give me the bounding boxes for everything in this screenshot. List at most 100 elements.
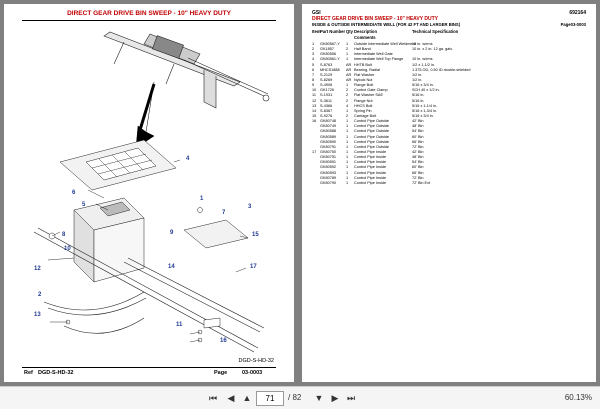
row-tech-spec: 5/16 in. bbox=[412, 93, 425, 98]
callout-5: 5 bbox=[82, 202, 86, 208]
left-page: DIRECT GEAR DRIVE BIN SWEEP - 10" HEAVY … bbox=[4, 4, 294, 382]
row-part-number: GK80561-Y bbox=[320, 57, 340, 62]
row-qty: 1 bbox=[346, 170, 349, 175]
row-qty: AR bbox=[346, 72, 352, 77]
col-part-number: Part Number bbox=[320, 29, 346, 34]
row-part-number: S-8367 bbox=[320, 108, 333, 113]
page-number-input[interactable]: 71 bbox=[256, 391, 284, 406]
col-tech-spec: Technical Specification bbox=[412, 29, 459, 34]
row-part-number: GK1726 bbox=[320, 88, 334, 93]
doc-number: 692164 bbox=[569, 10, 586, 16]
row-part-number: MHCS1888 bbox=[320, 67, 340, 72]
last-page-button[interactable]: ⏭ bbox=[346, 393, 356, 403]
page-up-icon[interactable]: ▲ bbox=[242, 393, 252, 403]
row-description: HHTB Bolt bbox=[354, 62, 372, 67]
row-part-number: GK80748 bbox=[320, 119, 337, 124]
row-part-number: GK80791 bbox=[320, 144, 337, 149]
row-qty: 2 bbox=[346, 98, 349, 103]
footer-ref-label: Ref bbox=[24, 370, 33, 376]
row-description: Flange Bolt bbox=[354, 83, 374, 88]
row-qty: 1 bbox=[346, 155, 349, 160]
row-description: Control Pipe Outside bbox=[354, 144, 390, 149]
callout-1: 1 bbox=[200, 196, 204, 202]
callout-3: 3 bbox=[248, 204, 252, 210]
row-qty: 1 bbox=[346, 149, 349, 154]
header-rule bbox=[22, 20, 276, 21]
row-item: 3 bbox=[312, 52, 315, 57]
row-description: Half Band bbox=[354, 47, 371, 52]
row-description: Outside Intermediate Well Weldment bbox=[354, 42, 416, 46]
row-description: Nylock Nut bbox=[354, 77, 373, 82]
row-tech-spec: 72' Bin bbox=[412, 175, 424, 180]
page-down-icon[interactable]: ▼ bbox=[314, 393, 324, 403]
row-part-number: GK80750 bbox=[320, 149, 337, 154]
row-description: Control Pipe Inside bbox=[354, 160, 387, 165]
row-tech-spec: 5/16 x 1-1/4 in. bbox=[412, 103, 438, 108]
row-item: 11 bbox=[312, 93, 316, 98]
row-qty: 1 bbox=[346, 83, 349, 88]
row-tech-spec: 1/2 in. bbox=[412, 77, 423, 82]
row-qty: 1 bbox=[346, 124, 349, 129]
row-tech-spec: 48' Bin bbox=[412, 155, 424, 160]
row-tech-spec: 66' Bin bbox=[412, 170, 424, 175]
row-item: 12 bbox=[312, 98, 317, 103]
prev-page-button[interactable]: ◀ bbox=[227, 393, 235, 403]
page-total: / 82 bbox=[288, 393, 302, 402]
row-part-number: S-9276 bbox=[320, 113, 333, 118]
row-part-number: S-8269 bbox=[320, 77, 333, 82]
row-item: 15 bbox=[312, 113, 317, 118]
footer-rule bbox=[22, 367, 276, 368]
table-row: GK80791 1 Control Pipe Outside 72' Bin bbox=[312, 145, 588, 150]
footer-page: 03-0003 bbox=[242, 370, 263, 376]
row-part-number: GK80567-Y bbox=[320, 42, 340, 46]
parts-table: 1 GK80567-Y 1 Outside Intermediate Well Wel… bbox=[312, 42, 588, 186]
row-part-number: GK80591 bbox=[320, 160, 337, 165]
row-description: Control Pipe Outside bbox=[354, 119, 390, 124]
row-tech-spec: 72' Bin Ext bbox=[412, 180, 431, 185]
row-tech-spec: 60' Bin bbox=[412, 165, 424, 170]
row-qty: 1 bbox=[346, 144, 349, 149]
row-qty: AR bbox=[346, 62, 352, 67]
row-part-number: GK80593 bbox=[320, 170, 337, 175]
row-part-number: GK80588 bbox=[320, 129, 337, 134]
col-comments: Comments bbox=[354, 35, 376, 40]
row-tech-spec: 72' Bin bbox=[412, 144, 424, 149]
page-ref: Page03-0003 bbox=[560, 22, 586, 27]
footer-page-label: Page bbox=[214, 370, 228, 376]
row-description: Intermediate Well Gate bbox=[354, 52, 393, 57]
row-qty: 2 bbox=[346, 113, 349, 118]
row-tech-spec: 5/16 x 1-3/4 in. bbox=[412, 108, 438, 113]
viewer-toolbar: ⏮ ◀ ▲ 71 / 82 ▼ ▶ ⏭ 60.13% bbox=[0, 386, 600, 409]
row-part-number: S-1931 bbox=[320, 93, 333, 98]
row-tech-spec: SCH 40 x 1/2 in. bbox=[412, 88, 440, 93]
row-part-number: GK80556 bbox=[320, 52, 337, 57]
row-tech-spec: 5/16 in. bbox=[412, 98, 425, 103]
row-description: Spring Pin bbox=[354, 108, 372, 113]
row-tech-spec: 10 in. w/rms bbox=[412, 57, 433, 62]
row-description: Control Pipe Outside bbox=[354, 129, 390, 134]
callout-8: 8 bbox=[62, 232, 66, 238]
zoom-level[interactable]: 60.13% bbox=[564, 393, 592, 402]
next-page-button[interactable]: ▶ bbox=[331, 393, 339, 403]
row-item: 1 bbox=[312, 42, 315, 46]
callout-9: 9 bbox=[170, 230, 174, 236]
row-item: 2 bbox=[312, 47, 315, 52]
parts-title: DIRECT GEAR DRIVE BIN SWEEP - 10" HEAVY … bbox=[312, 16, 439, 22]
row-part-number: GK1857 bbox=[320, 47, 334, 52]
row-part-number: GK80589 bbox=[320, 134, 337, 139]
row-part-number: S-2129 bbox=[320, 72, 333, 77]
first-page-button[interactable]: ⏮ bbox=[208, 393, 218, 403]
left-page-header: DIRECT GEAR DRIVE BIN SWEEP - 10" HEAVY … bbox=[67, 10, 231, 17]
row-qty: 1 bbox=[346, 119, 349, 124]
row-item: 16 bbox=[312, 119, 317, 124]
